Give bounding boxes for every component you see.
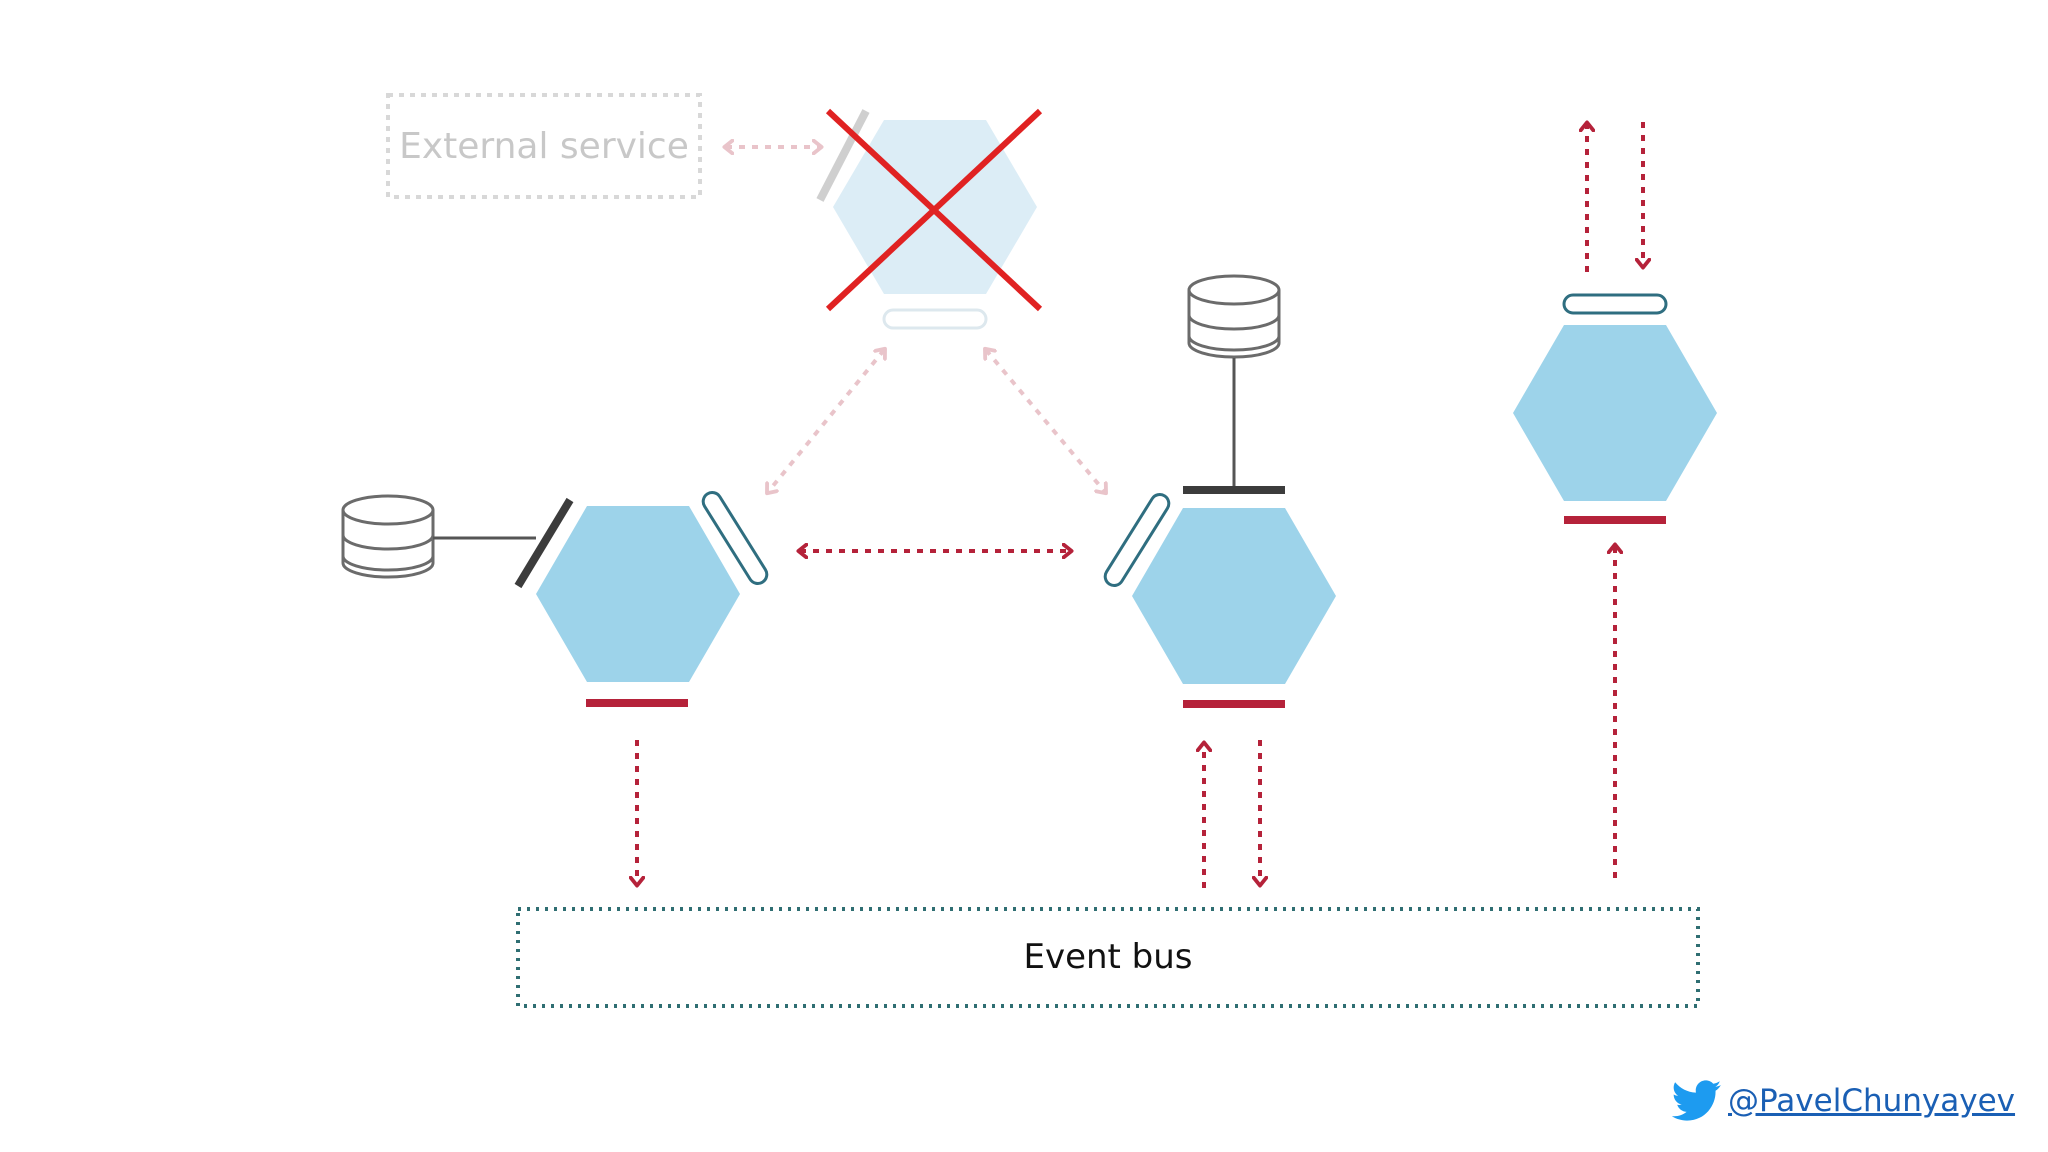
middle-service-hexagon [1132,508,1336,684]
external-service-box: External service [386,93,702,199]
left-service-port [701,491,769,585]
twitter-handle-link[interactable]: @PavelChunyayev [1728,1083,2016,1119]
middle-service-port [1103,493,1171,587]
right-service-port [1562,293,1668,315]
external-service-label: External service [399,126,689,167]
twitter-bird-icon [1672,1080,1722,1121]
failed-service [816,108,1043,330]
failed-service-adapter [816,109,870,202]
right-service-hexagon [1513,325,1717,501]
left-service-db-adapter [514,497,574,589]
left-service [514,491,769,707]
left-database-icon [341,494,435,579]
event-bus-label: Event bus [1023,937,1192,977]
twitter-credit: @PavelChunyayev [1672,1076,2015,1126]
left-service-hexagon [536,506,740,682]
middle-service [1103,486,1336,708]
faded-link-left [768,350,884,492]
failed-service-port [882,308,988,330]
middle-database-icon [1187,274,1281,359]
event-bus: Event bus [516,907,1700,1008]
removed-cross-line-2 [825,108,1043,312]
faded-link-middle [986,350,1105,492]
right-service [1513,293,1717,524]
